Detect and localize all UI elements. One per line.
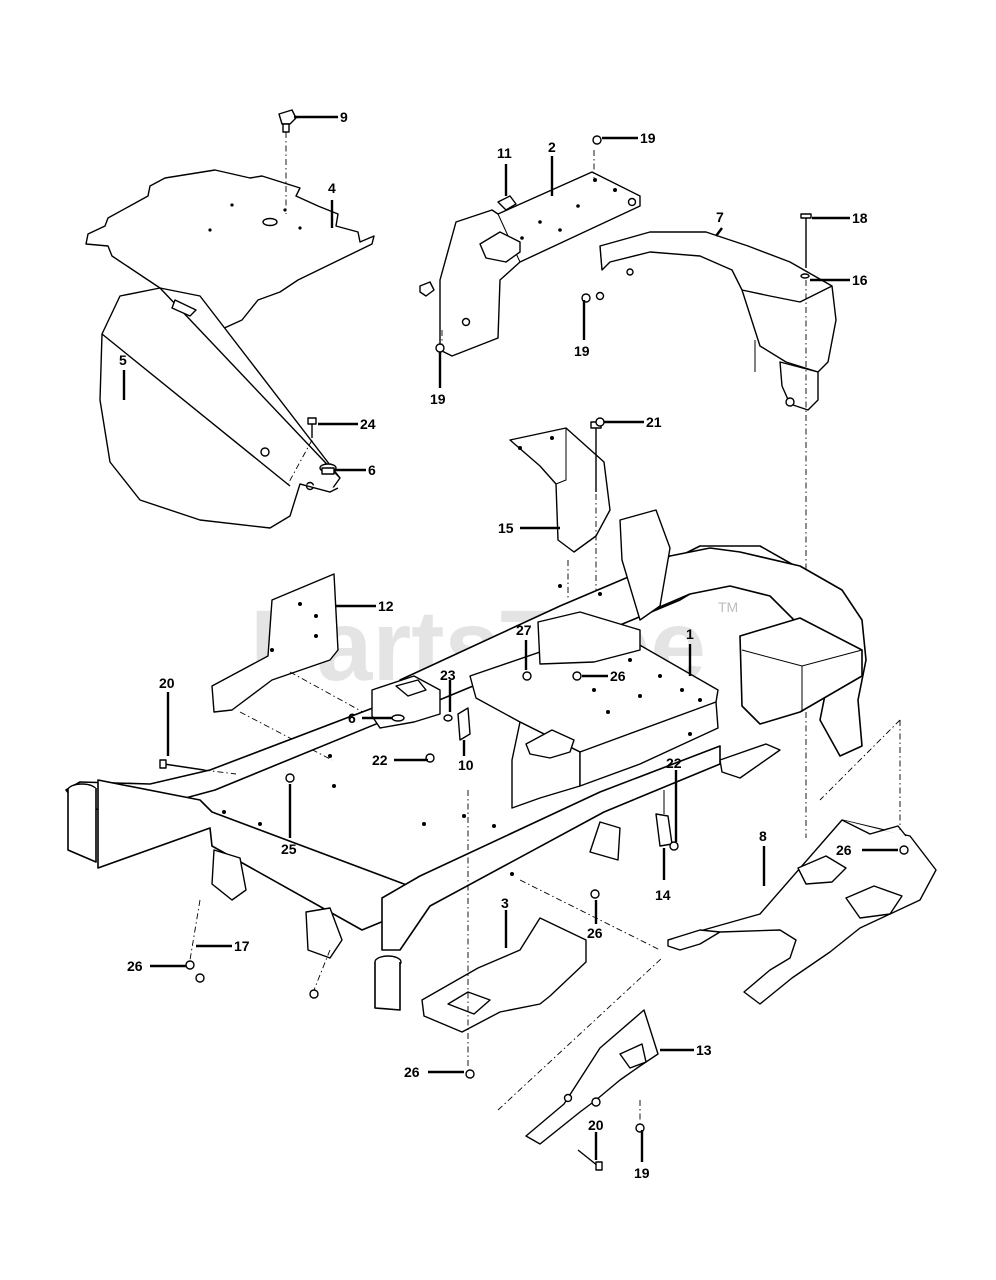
callout-26b: 26	[836, 842, 852, 858]
part-lower-plate	[421, 917, 587, 1033]
callout-6b: 6	[348, 710, 356, 726]
callout-15: 15	[498, 520, 514, 536]
callout-7: 7	[716, 209, 724, 225]
callout-12: 12	[378, 598, 394, 614]
part-front-cover	[99, 287, 341, 529]
callout-21: 21	[646, 414, 662, 430]
callout-9: 9	[340, 109, 348, 125]
part-skid-plate	[667, 819, 937, 1005]
part-control-panel	[419, 171, 641, 357]
part-screw-23	[443, 714, 453, 722]
callout-26c: 26	[587, 925, 603, 941]
callout-3: 3	[501, 895, 509, 911]
callout-5: 5	[119, 352, 127, 368]
callout-1: 1	[686, 626, 694, 642]
part-main-frame	[65, 509, 867, 1011]
part-rear-bumper	[595, 231, 837, 411]
callout-17: 17	[234, 938, 250, 954]
part-side-bracket	[525, 1009, 659, 1145]
part-bracket-10	[457, 707, 471, 741]
callout-8: 8	[759, 828, 767, 844]
part-knob-6a	[319, 463, 337, 475]
callout-4: 4	[328, 180, 336, 196]
callout-19a: 19	[640, 130, 656, 146]
callout-27: 27	[516, 622, 532, 638]
callout-11: 11	[497, 145, 512, 161]
callout-26d: 26	[127, 958, 143, 974]
part-bolt-24	[307, 417, 317, 438]
part-knob-6b	[391, 714, 405, 722]
callout-26a: 26	[610, 668, 626, 684]
part-bolt-20a	[159, 759, 205, 771]
callout-10: 10	[458, 757, 474, 773]
callout-26e: 26	[404, 1064, 420, 1080]
callout-6a: 6	[368, 462, 376, 478]
callout-24: 24	[360, 416, 376, 432]
part-bracket-15	[509, 421, 611, 553]
part-side-panel	[211, 573, 339, 713]
hardware-nuts	[185, 135, 909, 1133]
callout-20a: 20	[159, 675, 175, 691]
callout-19c: 19	[430, 391, 446, 407]
callout-13: 13	[696, 1042, 712, 1058]
callouts: 9 4 11 2 19 7 18 16 19 19 5 24 6 21 15 1…	[119, 109, 898, 1181]
callout-25: 25	[281, 841, 297, 857]
part-bolt-18	[800, 213, 812, 279]
callout-22b: 22	[666, 755, 682, 771]
callout-14: 14	[655, 887, 671, 903]
callout-20b: 20	[588, 1117, 604, 1133]
callout-19b: 19	[574, 343, 590, 359]
callout-23: 23	[440, 667, 456, 683]
part-knob-fastener	[278, 109, 297, 214]
callout-16: 16	[852, 272, 868, 288]
callout-2: 2	[548, 139, 556, 155]
callout-22a: 22	[372, 752, 388, 768]
part-bracket-14	[655, 790, 673, 847]
callout-18: 18	[852, 210, 868, 226]
watermark-tm: TM	[718, 599, 738, 615]
callout-19d: 19	[634, 1165, 650, 1181]
part-bolt-20b	[577, 1149, 603, 1171]
